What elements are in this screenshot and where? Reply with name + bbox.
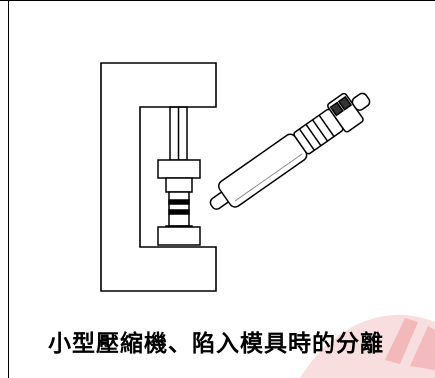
- upper-ram: [169, 106, 188, 161]
- figure-caption: 小型壓縮機、陷入模具時的分離: [48, 331, 384, 357]
- frame-top-border: [0, 0, 435, 1]
- upper-die-neck: [165, 177, 193, 193]
- upper-die-block: [157, 159, 201, 179]
- lower-die-block: [157, 226, 201, 246]
- compressed-sleeve: [168, 191, 190, 227]
- frame-left-border: [8, 0, 9, 378]
- die-frame: [100, 62, 217, 292]
- small-compressor-tool: [209, 92, 371, 210]
